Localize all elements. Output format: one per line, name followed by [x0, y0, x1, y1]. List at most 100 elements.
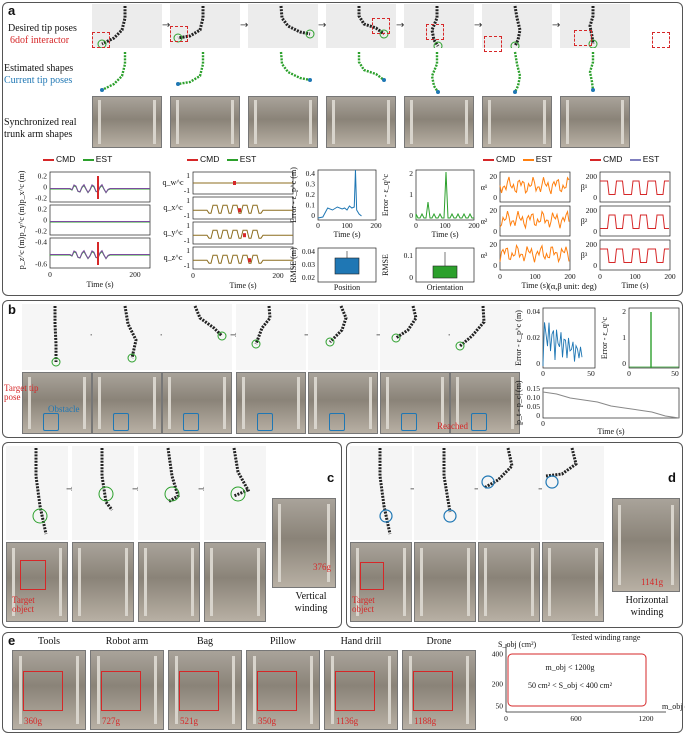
axes-frame: [192, 196, 294, 220]
y-tick-label: 0.2: [38, 205, 48, 214]
desired-pose-box: [170, 26, 188, 42]
planned-shape-svg: [251, 305, 272, 349]
legend-a-alpha: CMD EST: [478, 154, 552, 164]
x-tick-label: 50: [671, 369, 679, 378]
y-axis-label: q_z^c: [164, 253, 183, 262]
y-axis-label: α²: [481, 217, 488, 226]
interactor-marker-icon: [588, 39, 598, 48]
y-tick-label: 2: [622, 307, 626, 316]
trunk-shape: [232, 447, 251, 498]
y-tick-label: 1: [186, 171, 190, 180]
estimated-shape-svg: [430, 52, 440, 94]
y-axis-label: Error - ε_q^c: [381, 173, 390, 216]
y-tick-label: 0.1: [404, 251, 414, 260]
axes-frame: [542, 387, 680, 419]
trunk-shape: [483, 447, 514, 490]
arrow-right-icon: →: [162, 20, 171, 31]
y-axis-label: q_x^c: [163, 203, 183, 212]
object-box: [179, 671, 219, 711]
obstacle-box: [257, 413, 273, 431]
winding-shape-tile: [542, 446, 604, 540]
trunk-shape: [395, 305, 418, 340]
object-weight-4: 1136g: [336, 716, 359, 726]
panel-e-label: e: [8, 633, 16, 648]
object-box: [413, 671, 453, 711]
desired-pose-box: [372, 18, 390, 34]
x-tick-label: 0: [414, 221, 418, 230]
range-title: Tested winding range: [572, 633, 641, 642]
trunk-shape: [378, 448, 392, 535]
y-axis-label: Error - ε_q^c: [600, 316, 609, 359]
y-tick-label: 0.3: [306, 180, 316, 189]
trunk-shape: [459, 305, 486, 348]
planned-shape-svg: [325, 305, 348, 347]
axes-frame: [542, 307, 596, 369]
unit-note: (α,β unit: deg): [548, 281, 597, 291]
planned-shape-svg: [391, 305, 418, 343]
legend-a-p: CMD EST: [38, 154, 112, 164]
arrow-right-icon: →: [198, 484, 207, 495]
weight-c: 376g: [313, 562, 331, 572]
cmd-series-line: [50, 249, 150, 260]
axes-frame: [599, 171, 671, 203]
y-tick-label: 1: [186, 196, 190, 205]
winding-shape-svg: [481, 447, 514, 490]
desired-pose-svg: [279, 5, 315, 39]
x-tick-label: 0: [541, 369, 545, 378]
target-object-icon: [98, 486, 114, 502]
real-trunk-photo: [560, 96, 630, 148]
row-label-sync2: trunk arm shapes: [4, 129, 73, 140]
panel-a-label: a: [8, 3, 16, 18]
y-tick-label: 0.05: [527, 402, 540, 411]
distance-line: [542, 391, 680, 419]
object-name-4: Hand drill: [340, 636, 382, 647]
interactor-marker-icon: [433, 41, 443, 48]
planned-shape-tile: [22, 304, 92, 370]
interactor-marker-icon: [97, 39, 107, 48]
x-tick-label: 1200: [639, 714, 654, 723]
object-weight-2: 521g: [180, 716, 198, 726]
object-photo: [246, 650, 320, 730]
object-photo: [324, 650, 398, 730]
y-tick-label: 0: [622, 359, 626, 368]
range-condition-area: 50 cm² < S_obj < 400 cm²: [528, 681, 613, 690]
winding-shape-svg: [545, 447, 578, 489]
winding-shape-tile: [414, 446, 476, 540]
desired-pose-tile: [248, 4, 318, 48]
real-winding-photo: [414, 542, 476, 622]
y-axis-label: S_obj (cm²): [498, 640, 537, 649]
y-axis-label: p_z^c (m): [17, 236, 26, 269]
cmd-series-line: [499, 176, 570, 195]
y-axis-label: p_x^c (m): [17, 170, 26, 203]
y-axis-label: β²: [581, 217, 588, 226]
object-box: [257, 671, 297, 711]
desired-pose-box: [652, 32, 670, 48]
rmse-orientation-box: [432, 265, 458, 279]
caption-c2: winding: [294, 603, 328, 614]
tip-pose-icon: [51, 357, 61, 367]
interactor-marker-icon: [510, 41, 520, 48]
y-axis-label: q_y^c: [163, 228, 183, 237]
legend-est: EST: [95, 154, 113, 164]
x-tick-label: 0: [504, 714, 508, 723]
x-axis-label: Time (s): [86, 280, 113, 289]
desired-pose-tile: [482, 4, 552, 48]
cmd-series-line: [600, 248, 669, 263]
estimated-shape-tile: [404, 50, 474, 94]
quaternion-series-line: [193, 229, 293, 239]
trunk-shape: [166, 447, 180, 504]
weight-d: 1141g: [641, 577, 664, 587]
obstacle-box: [401, 413, 417, 431]
trunk-shape: [53, 306, 58, 362]
obstacle-box: [329, 413, 345, 431]
axes-frame: [599, 205, 671, 237]
estimated-shape-svg: [279, 51, 312, 82]
y-tick-label: 0: [593, 193, 597, 202]
position-error-line: [542, 322, 583, 366]
winding-shape-tile: [350, 446, 412, 540]
winding-shape-svg: [378, 448, 393, 535]
winding-shape-svg: [230, 447, 251, 502]
current-tip-icon: [382, 78, 386, 82]
